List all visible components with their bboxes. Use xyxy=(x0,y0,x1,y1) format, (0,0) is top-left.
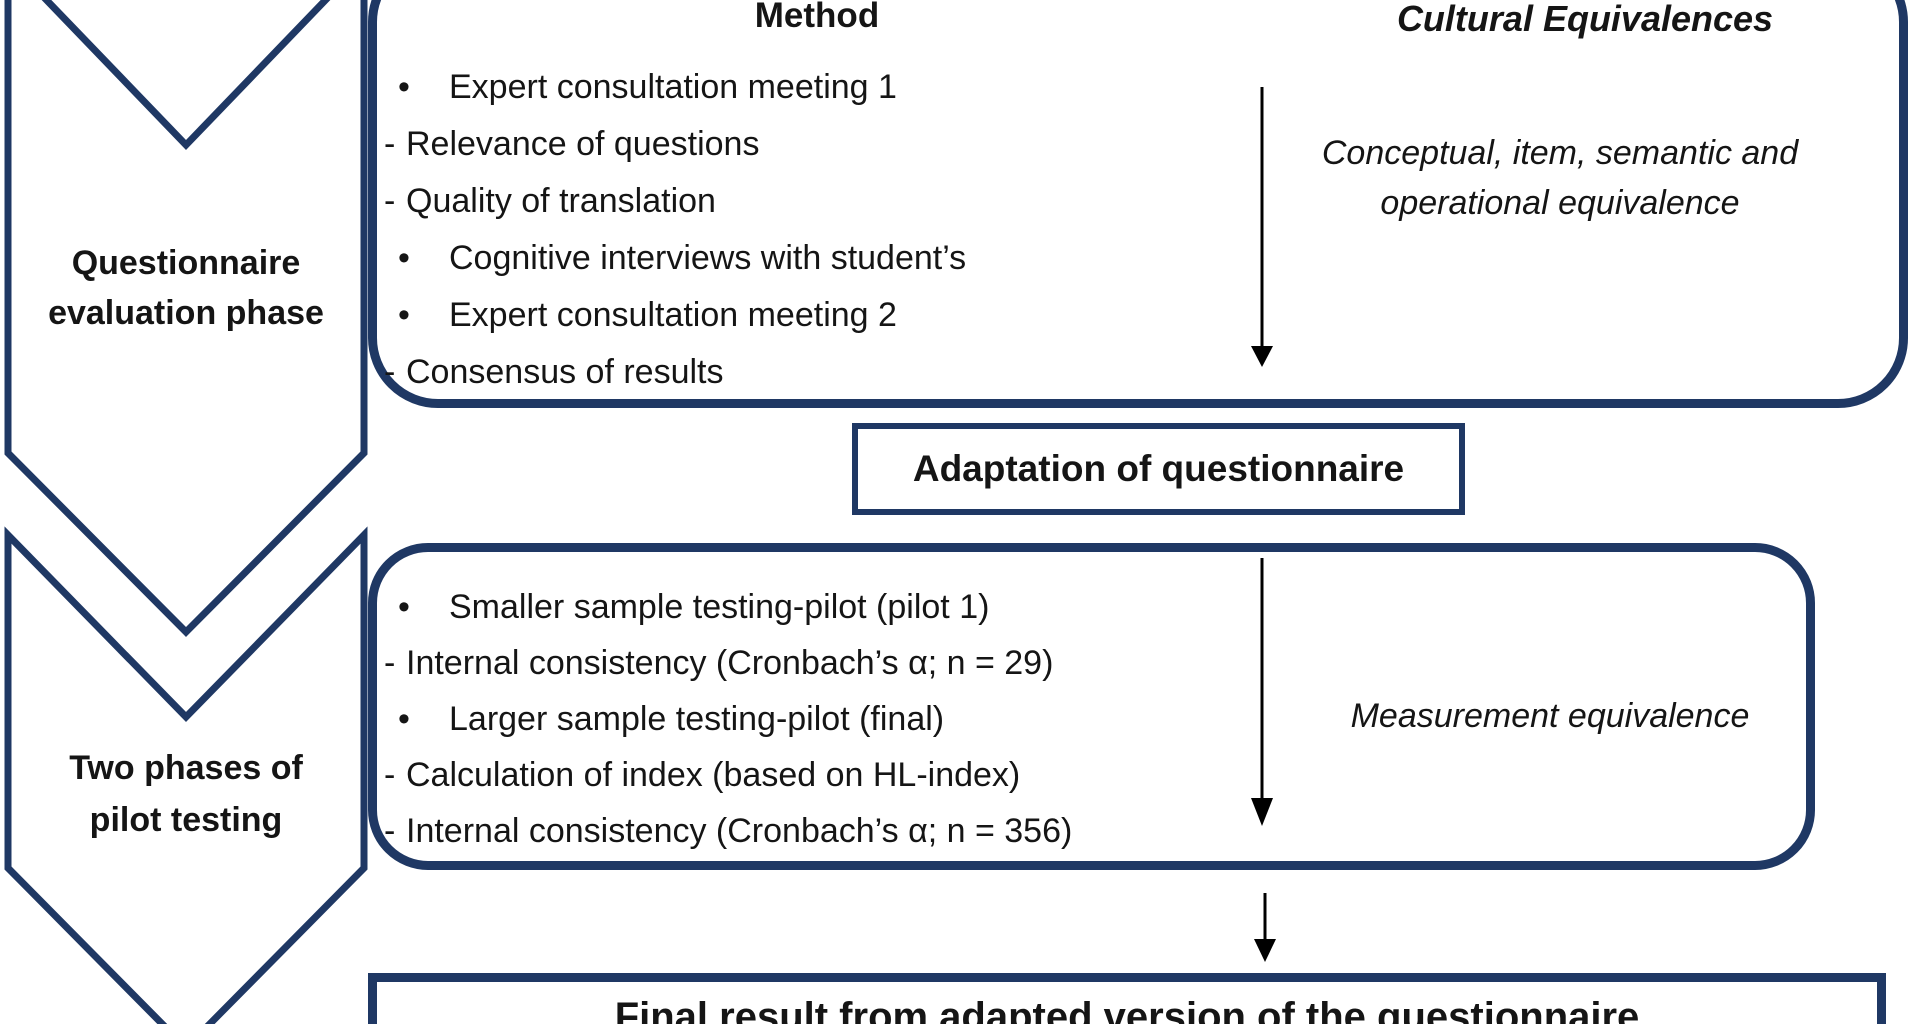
dash-marker: - xyxy=(384,811,396,850)
list-item: • Expert consultation meeting 2 xyxy=(384,287,966,344)
method-title: Method xyxy=(754,0,880,35)
list-item-text: Cognitive interviews with student’s xyxy=(449,239,967,277)
list-item: - Internal consistency (Cronbach’s α; n … xyxy=(384,635,1072,691)
bullet-marker: • xyxy=(398,699,410,738)
phase-label-line: evaluation phase xyxy=(48,294,324,332)
list-item: • Expert consultation meeting 1 xyxy=(384,59,966,116)
down-arrow-2-icon xyxy=(1251,558,1273,826)
dash-marker: - xyxy=(384,125,396,163)
note-line: Conceptual, item, semantic and xyxy=(1321,134,1799,172)
bullet-marker: • xyxy=(398,587,410,626)
down-arrow-3-icon xyxy=(1254,893,1276,962)
list-item-text: Larger sample testing-pilot (final) xyxy=(449,699,945,738)
phase-label-questionnaire-evaluation: Questionnaire evaluation phase xyxy=(6,238,366,338)
bullet-marker: • xyxy=(398,68,410,106)
list-item: - Relevance of questions xyxy=(384,116,966,173)
cultural-equivalences-title: Cultural Equivalences xyxy=(1396,0,1774,39)
list-item: • Larger sample testing-pilot (final) xyxy=(384,691,1072,747)
list-item-text: Relevance of questions xyxy=(406,125,760,163)
list-item: • Smaller sample testing-pilot (pilot 1) xyxy=(384,579,1072,635)
list-item-text: Expert consultation meeting 1 xyxy=(449,68,897,106)
list-item-text: Calculation of index (based on HL-index) xyxy=(406,755,1021,794)
pilot-testing-panel xyxy=(368,543,1815,870)
conceptual-equivalence-note: Conceptual, item, semantic and operation… xyxy=(1225,128,1895,228)
bullet-marker: • xyxy=(398,239,410,277)
list-item-text: Consensus of results xyxy=(406,353,724,391)
adaptation-box-label: Adaptation of questionnaire xyxy=(912,448,1405,489)
phase-label-line: Questionnaire xyxy=(71,244,301,282)
down-arrow-1-icon xyxy=(1251,87,1273,367)
list-item: - Consensus of results xyxy=(384,344,966,401)
final-result-label: Final result from adapted version of the… xyxy=(614,995,1640,1024)
phase-chevron-1 xyxy=(4,0,368,637)
dash-marker: - xyxy=(384,182,396,220)
list-item: • Cognitive interviews with student’s xyxy=(384,230,966,287)
pilot-testing-list: • Smaller sample testing-pilot (pilot 1)… xyxy=(384,579,1072,859)
list-item-text: Expert consultation meeting 2 xyxy=(449,296,897,334)
adaptation-box: Adaptation of questionnaire xyxy=(852,423,1465,515)
list-item: - Quality of translation xyxy=(384,173,966,230)
dash-marker: - xyxy=(384,755,396,794)
list-item-text: Internal consistency (Cronbach’s α; n = … xyxy=(406,811,1073,850)
phase-label-line: Two phases of xyxy=(69,749,303,787)
method-panel xyxy=(368,0,1908,408)
final-result-box: Final result from adapted version of the… xyxy=(368,973,1886,1024)
list-item: - Calculation of index (based on HL-inde… xyxy=(384,747,1072,803)
measurement-equivalence-note: Measurement equivalence xyxy=(1350,697,1750,735)
list-item-text: Quality of translation xyxy=(406,182,716,220)
list-item-text: Internal consistency (Cronbach’s α; n = … xyxy=(406,643,1054,682)
list-item-text: Smaller sample testing-pilot (pilot 1) xyxy=(449,587,990,626)
bullet-marker: • xyxy=(398,296,410,334)
dash-marker: - xyxy=(384,353,396,391)
method-list: • Expert consultation meeting 1 - Releva… xyxy=(384,59,966,401)
phase-chevron-2 xyxy=(4,526,368,1024)
list-item: - Internal consistency (Cronbach’s α; n … xyxy=(384,803,1072,859)
dash-marker: - xyxy=(384,643,396,682)
note-line: operational equivalence xyxy=(1380,184,1740,222)
phase-label-line: pilot testing xyxy=(89,801,283,839)
phase-label-pilot-testing: Two phases of pilot testing xyxy=(6,742,366,846)
